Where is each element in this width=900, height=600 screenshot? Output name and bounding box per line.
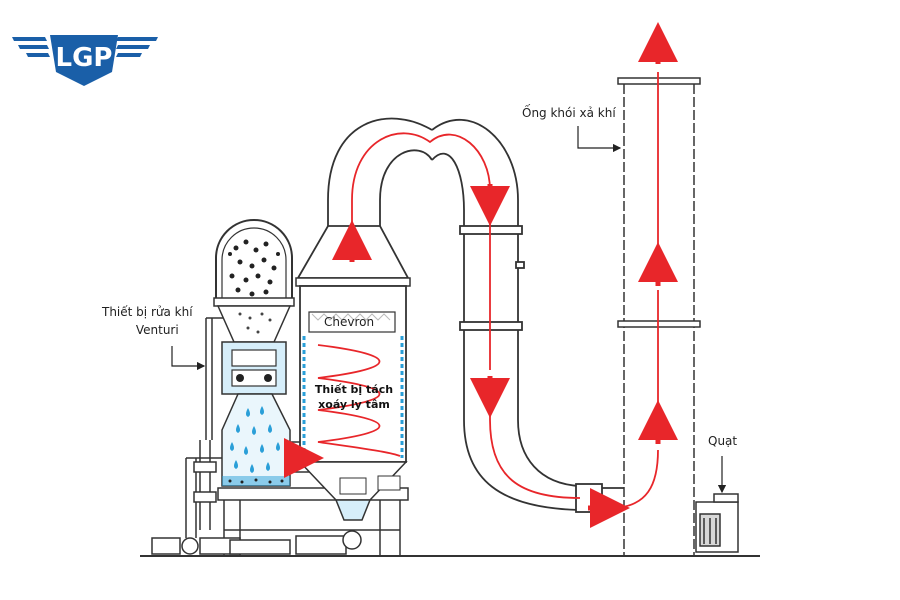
label-cyclone-line1: Thiết bị tách <box>314 383 394 396</box>
logo: LGP <box>12 35 158 86</box>
label-venturi-line2: Venturi <box>135 323 179 337</box>
label-cyclone-line2: xoáy ly tâm <box>318 398 390 411</box>
particle-cluster <box>228 239 280 297</box>
label-stack: Ống khói xả khí <box>522 106 616 120</box>
label-cyclone: Thiết bị tách xoáy ly tâm <box>312 382 396 412</box>
label-fan: Quạt <box>708 434 738 448</box>
cyclone-separator <box>295 225 411 521</box>
chevron-box <box>308 311 396 333</box>
water-droplets <box>230 406 280 473</box>
pump-assembly <box>151 317 362 555</box>
venturi-scrubber <box>213 219 295 487</box>
label-venturi: Thiết bị rửa khí Venturi <box>102 305 193 337</box>
exhaust-stack <box>617 77 701 556</box>
fan <box>695 493 739 553</box>
label-chevron: Chevron <box>324 315 375 329</box>
logo-text: LGP <box>56 43 113 73</box>
flow-arrows <box>284 22 678 528</box>
label-venturi-line1: Thiết bị rửa khí <box>102 305 193 319</box>
pointer-lines <box>171 126 727 494</box>
